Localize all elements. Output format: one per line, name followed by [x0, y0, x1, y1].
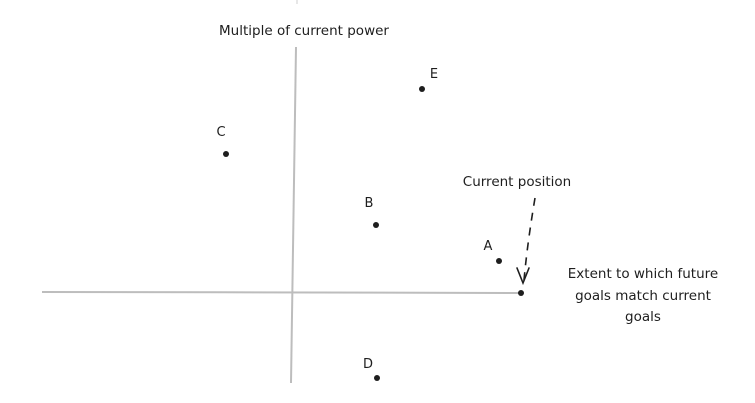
point-e-dot	[419, 86, 425, 92]
point-d: D	[363, 357, 380, 381]
x-axis-line	[41, 291, 523, 294]
x-axis-label-line-3: goals	[625, 309, 661, 325]
point-b-dot	[373, 222, 379, 228]
x-axis-label-line-1: Extent to which future	[568, 266, 718, 282]
point-current-dot	[518, 290, 524, 296]
x-axis-label-line-2: goals match current	[575, 288, 711, 304]
point-d-label: D	[363, 357, 373, 372]
point-b: B	[365, 196, 379, 228]
point-current	[518, 290, 524, 296]
point-c-label: C	[216, 125, 225, 140]
point-c-dot	[223, 151, 229, 157]
current-position-label: Current position	[463, 174, 571, 190]
point-d-dot	[374, 375, 380, 381]
point-a: A	[484, 239, 502, 264]
point-a-dot	[496, 258, 502, 264]
point-b-label: B	[365, 196, 374, 211]
point-e: E	[419, 67, 438, 92]
y-axis-label: Multiple of current power	[219, 23, 389, 39]
point-c: C	[216, 125, 229, 157]
point-a-label: A	[484, 239, 493, 254]
point-e-label: E	[430, 67, 438, 82]
y-axis-line	[290, 46, 297, 384]
current-position-pointer-line	[523, 197, 536, 281]
current-position-arrowhead	[516, 267, 530, 286]
